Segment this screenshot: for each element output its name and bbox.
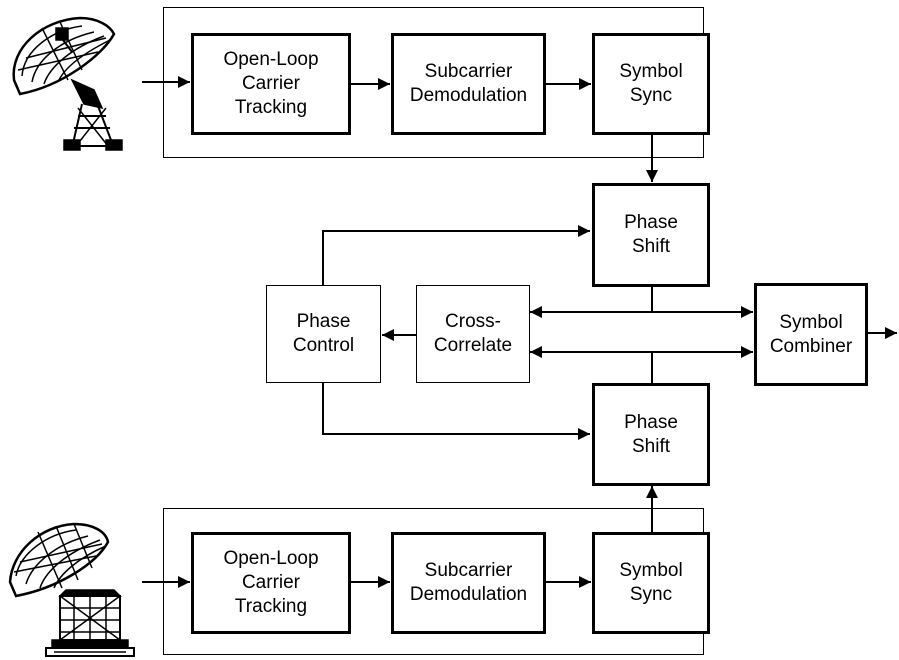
top-symbol-sync-block: Symbol Sync xyxy=(592,33,710,135)
cross-correlate-block: Cross- Correlate xyxy=(416,285,530,383)
top-open-loop-carrier-tracking-block: Open-Loop Carrier Tracking xyxy=(191,33,351,135)
symbol-combiner-block: Symbol Combiner xyxy=(754,283,868,386)
satellite-dish-icon xyxy=(8,522,135,657)
phase-control-block: Phase Control xyxy=(266,285,381,383)
bottom-open-loop-carrier-tracking-block: Open-Loop Carrier Tracking xyxy=(191,532,351,634)
bottom-subcarrier-demodulation-block: Subcarrier Demodulation xyxy=(391,532,546,634)
bottom-demod-label: Subcarrier Demodulation xyxy=(409,560,528,605)
phase-control-label: Phase Control xyxy=(292,311,355,356)
arrow-phase-control-to-top-phase-shift xyxy=(322,225,590,285)
bottom-symbol-sync-block: Symbol Sync xyxy=(592,532,710,634)
bottom-phase-shift-label: Phase Shift xyxy=(624,411,678,457)
top-subcarrier-demodulation-block: Subcarrier Demodulation xyxy=(391,33,546,135)
symbol-combiner-label: Symbol Combiner xyxy=(769,311,853,357)
bottom-tracking-label: Open-Loop Carrier Tracking xyxy=(223,548,319,617)
cross-correlate-label: Cross- Correlate xyxy=(433,311,513,356)
top-demod-label: Subcarrier Demodulation xyxy=(409,61,528,106)
top-phase-shift-label: Phase Shift xyxy=(624,212,678,257)
arrow-phase-control-to-bottom-phase-shift xyxy=(322,383,590,440)
bottom-phase-shift-block: Phase Shift xyxy=(592,383,710,486)
satellite-dish-icon xyxy=(12,16,123,151)
top-tracking-label: Open-Loop Carrier Tracking xyxy=(223,49,319,118)
bottom-sync-label: Symbol Sync xyxy=(619,560,683,605)
top-sync-label: Symbol Sync xyxy=(619,61,683,106)
top-phase-shift-block: Phase Shift xyxy=(592,183,710,287)
